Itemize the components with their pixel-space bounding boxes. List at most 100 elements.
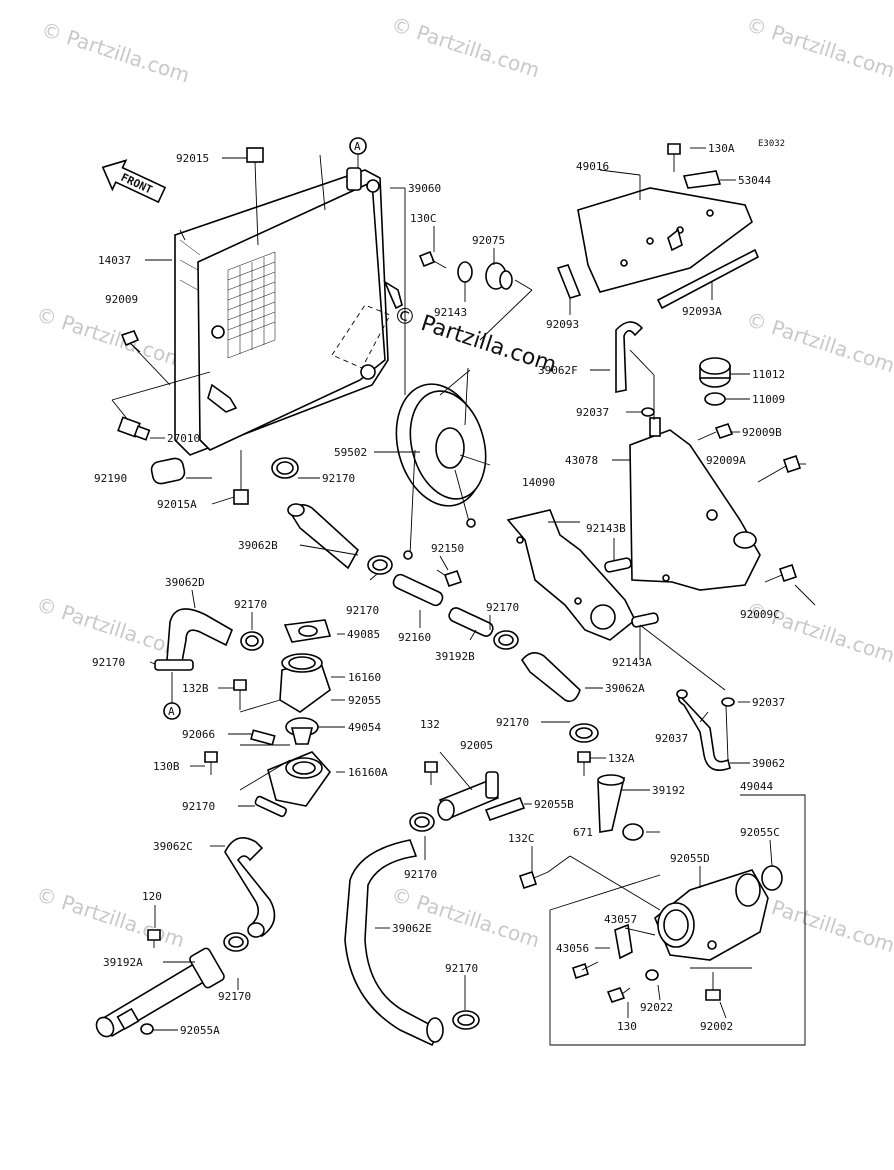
bolt-120 xyxy=(147,929,161,948)
pipe-92143a xyxy=(631,612,659,628)
hose-39062f xyxy=(615,321,644,393)
part-label: 92170 xyxy=(218,990,251,1003)
watermark: © Partzilla.com xyxy=(33,302,187,373)
part-label: 92055C xyxy=(740,826,780,839)
sensor-92066 xyxy=(250,729,276,746)
part-label: 11009 xyxy=(752,393,785,406)
part-label: 92037 xyxy=(655,732,688,745)
part-label: 130 xyxy=(617,1020,637,1033)
part-label: 92002 xyxy=(700,1020,733,1033)
part-label: 16160A xyxy=(348,766,388,779)
part-label: 39060 xyxy=(408,182,441,195)
hose-39062d xyxy=(166,608,234,663)
part-label: 39192B xyxy=(435,650,475,663)
bracket-43057 xyxy=(614,923,633,960)
part-label: 92170 xyxy=(486,601,519,614)
watermark: © Partzilla.com xyxy=(388,12,542,83)
part-label: 92150 xyxy=(431,542,464,555)
bolt-132c xyxy=(518,870,549,890)
shroud-49016 xyxy=(577,187,753,293)
collar-92143 xyxy=(457,261,473,283)
part-label: 92170 xyxy=(404,868,437,881)
part-label: 43056 xyxy=(556,942,589,955)
part-label: 92009A xyxy=(706,454,746,467)
part-label: 39062 xyxy=(752,757,785,770)
o-ring-92055c xyxy=(761,865,783,891)
part-label: 92170 xyxy=(182,800,215,813)
cap-11012 xyxy=(699,357,731,388)
pipe-92143b xyxy=(604,557,632,573)
bolt-92009a xyxy=(697,423,734,441)
part-label: 92005 xyxy=(460,739,493,752)
part-label: 130B xyxy=(153,760,180,773)
seal-92093 xyxy=(556,264,582,299)
part-label: 49016 xyxy=(576,160,609,173)
bolt-130c xyxy=(418,250,447,269)
part-label: 92037 xyxy=(576,406,609,419)
part-label: 92170 xyxy=(445,962,478,975)
watermark: © Partzilla.com xyxy=(388,882,542,953)
part-label: 92170 xyxy=(346,604,379,617)
part-label: 49085 xyxy=(347,628,380,641)
pipe-39192b xyxy=(448,607,494,637)
bolt-132b xyxy=(233,679,247,710)
part-label: 43078 xyxy=(565,454,598,467)
hose-39062e xyxy=(344,839,442,1047)
clip-92015a xyxy=(233,489,249,505)
thermostat-housing-16160 xyxy=(279,653,331,713)
part-label: 14037 xyxy=(98,254,131,267)
part-label: 120 xyxy=(142,890,162,903)
watermark-center: © Partzilla.com xyxy=(390,302,559,378)
part-label: 130A xyxy=(708,142,735,155)
part-label: 14090 xyxy=(522,476,555,489)
housing-16160a xyxy=(267,751,332,807)
part-label: 39192A xyxy=(103,956,143,969)
clip-92015 xyxy=(246,147,264,163)
part-label: 130C xyxy=(410,212,437,225)
o-ring-671 xyxy=(622,823,644,841)
fitting-92005 xyxy=(437,771,500,821)
leader-lines xyxy=(111,147,816,1031)
hose-39062c xyxy=(224,836,276,938)
washer-92022 xyxy=(645,969,659,981)
part-label: 59502 xyxy=(334,446,367,459)
part-label: 49054 xyxy=(348,721,381,734)
part-label: 39062B xyxy=(238,539,278,552)
bolt-92002 xyxy=(705,972,721,1001)
part-label: 92037 xyxy=(752,696,785,709)
part-label: 92009 xyxy=(105,293,138,306)
bolt-43056 xyxy=(572,961,599,980)
part-label: 39062F xyxy=(538,364,578,377)
part-label: 92170 xyxy=(496,716,529,729)
part-labels: 92015 14037 92009 27010 92190 92015A 390… xyxy=(92,142,785,1037)
bolt-92150 xyxy=(436,569,463,588)
part-label: 39062C xyxy=(153,840,193,853)
part-label: 132C xyxy=(508,832,535,845)
part-label: 92055 xyxy=(348,694,381,707)
front-arrow-icon: FRONT xyxy=(101,159,167,204)
callout-marker: A xyxy=(354,140,361,153)
part-label: 92170 xyxy=(234,598,267,611)
thermostat-49054 xyxy=(285,717,319,745)
bolt-130a xyxy=(667,143,681,172)
part-label: 39062E xyxy=(392,922,432,935)
part-label: 92143A xyxy=(612,656,652,669)
part-label: 39192 xyxy=(652,784,685,797)
radiator xyxy=(174,167,403,456)
bracket-14090 xyxy=(506,509,637,641)
reservoir-tank-43078 xyxy=(629,417,761,591)
watermark: © Partzilla.com xyxy=(33,882,187,953)
part-label: 92055D xyxy=(670,852,710,865)
clamp-92037 xyxy=(641,407,655,417)
part-label: 671 xyxy=(573,826,593,839)
part-label: 92009C xyxy=(740,608,780,621)
part-label: 16160 xyxy=(348,671,381,684)
part-label: 92066 xyxy=(182,728,215,741)
part-label: 92160 xyxy=(398,631,431,644)
pipe-92170 xyxy=(254,795,288,818)
part-label: 132B xyxy=(182,682,209,695)
part-label: 92170 xyxy=(322,472,355,485)
part-label: 92093A xyxy=(682,305,722,318)
part-label: 92143B xyxy=(586,522,626,535)
